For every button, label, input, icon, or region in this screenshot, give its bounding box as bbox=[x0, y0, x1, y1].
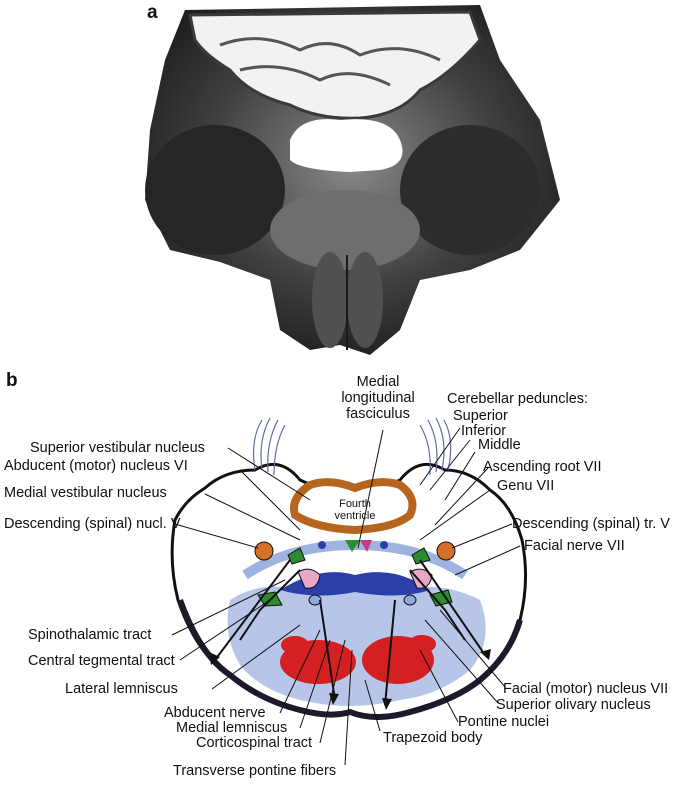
label-trapezoid-body: Trapezoid body bbox=[383, 730, 482, 746]
label-spinothalamic-tract: Spinothalamic tract bbox=[28, 627, 151, 643]
label-descending-tr-v: Descending (spinal) tr. V bbox=[512, 516, 670, 532]
label-corticospinal-tract: Corticospinal tract bbox=[196, 735, 312, 751]
label-middle: Middle bbox=[478, 437, 521, 453]
label-superior-olivary-nucleus: Superior olivary nucleus bbox=[496, 697, 651, 713]
label-abducent-nucleus: Abducent (motor) nucleus VI bbox=[4, 458, 188, 474]
label-abducent-nerve: Abducent nerve bbox=[164, 705, 266, 721]
label-medial-lemniscus: Medial lemniscus bbox=[176, 720, 287, 736]
label-pontine-nuclei: Pontine nuclei bbox=[458, 714, 549, 730]
label-medial-vestibular-nucleus: Medial vestibular nucleus bbox=[4, 485, 167, 501]
descending-tract-v-right bbox=[437, 542, 455, 560]
label-superior-vestibular-nucleus: Superior vestibular nucleus bbox=[30, 440, 205, 456]
label-superior: Superior bbox=[453, 408, 508, 424]
label-mlf: Medial longitudinal fasciculus bbox=[318, 374, 438, 422]
label-genu-vii: Genu VII bbox=[497, 478, 554, 494]
fourth-ventricle-label: Fourth ventricle bbox=[334, 498, 376, 522]
label-cerebellar-peduncles: Cerebellar peduncles: bbox=[447, 391, 588, 407]
label-ascending-root-vii: Ascending root VII bbox=[483, 459, 602, 475]
label-transverse-pontine-fibers: Transverse pontine fibers bbox=[173, 763, 336, 779]
label-facial-nerve-vii: Facial nerve VII bbox=[524, 538, 625, 554]
label-descending-nucl-v: Descending (spinal) nucl. V bbox=[4, 516, 181, 532]
label-facial-motor-nucleus-vii: Facial (motor) nucleus VII bbox=[503, 681, 668, 697]
label-lateral-lemniscus: Lateral lemniscus bbox=[65, 681, 178, 697]
label-central-tegmental-tract: Central tegmental tract bbox=[28, 653, 175, 669]
descending-nucleus-v-left bbox=[255, 542, 273, 560]
